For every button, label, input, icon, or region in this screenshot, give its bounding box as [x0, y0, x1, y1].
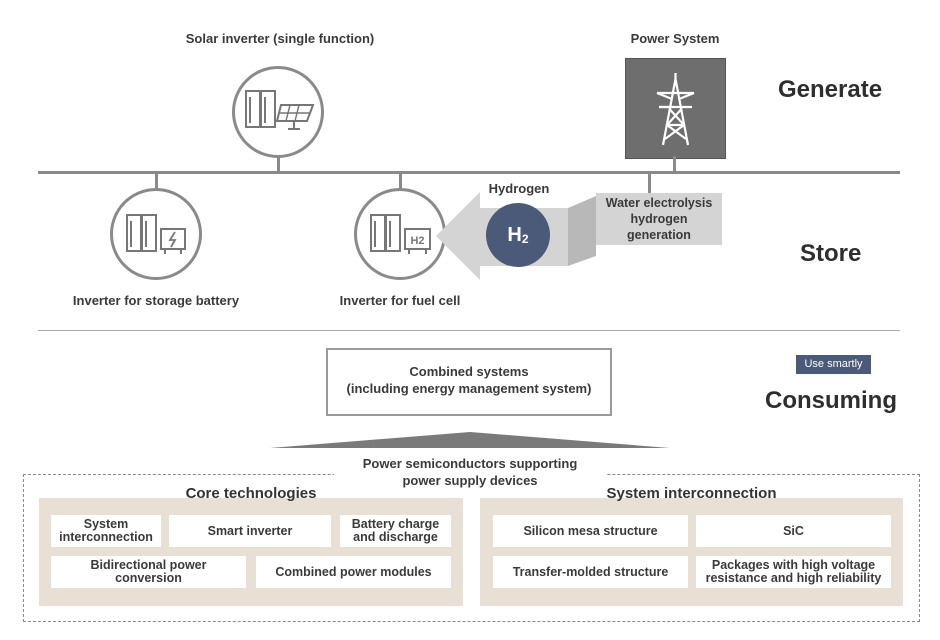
semis-title: Power semiconductors supporting power su… — [334, 455, 606, 489]
electrolysis-drop — [648, 172, 651, 194]
semis-line-2: power supply devices — [402, 473, 538, 488]
fuel-cell-drop — [399, 172, 402, 190]
core-item-battery-charge: Battery charge and discharge — [340, 515, 451, 547]
combined-systems-box: Combined systems (including energy manag… — [326, 348, 612, 416]
inverter-h2-tank-icon: H2 — [370, 214, 431, 254]
core-item-smart-inverter: Smart inverter — [169, 515, 331, 547]
fuel-cell-label: Inverter for fuel cell — [339, 293, 461, 308]
si-item-transfer-molded: Transfer-molded structure — [493, 556, 688, 588]
battery-drop — [155, 172, 158, 190]
section-divider — [38, 330, 900, 331]
solar-inverter-node — [232, 66, 324, 158]
electrolysis-box: Water electrolysis hydrogen generation — [596, 193, 722, 245]
combined-line-2: (including energy management system) — [346, 381, 592, 396]
h2-subscript: 2 — [521, 232, 529, 246]
core-item-system-interconnection: System interconnection — [51, 515, 161, 547]
power-system-label: Power System — [630, 31, 720, 46]
core-item-bidirectional: Bidirectional power conversion — [51, 556, 246, 588]
consuming-stage-label: Consuming — [765, 387, 897, 414]
core-item-combined-modules: Combined power modules — [256, 556, 451, 588]
core-technologies-title: Core technologies — [185, 485, 317, 502]
core-technologies-panel: Core technologies System interconnection… — [39, 485, 463, 606]
storage-battery-label: Inverter for storage battery — [72, 293, 240, 308]
si-item-packages: Packages with high voltage resistance an… — [696, 556, 891, 588]
power-system-drop — [673, 156, 676, 172]
use-smartly-badge: Use smartly — [796, 355, 871, 374]
storage-battery-node — [110, 188, 202, 280]
inverter-battery-icon — [126, 214, 186, 254]
inverter-solar-panel-icon — [245, 90, 315, 130]
solar-inverter-label: Solar inverter (single function) — [185, 31, 375, 46]
si-item-silicon-mesa: Silicon mesa structure — [493, 515, 688, 547]
semis-wedge — [270, 432, 670, 448]
store-stage-label: Store — [800, 240, 862, 267]
system-interconnection-panel: System interconnection Silicon mesa stru… — [480, 485, 903, 606]
h2-symbol: H — [507, 223, 522, 246]
solar-drop — [277, 156, 280, 172]
fuel-cell-node: H2 — [354, 188, 446, 280]
semis-line-1: Power semiconductors supporting — [362, 456, 578, 471]
power-system-box — [625, 58, 726, 159]
system-interconnection-title: System interconnection — [606, 485, 777, 502]
combined-line-1: Combined systems — [409, 364, 529, 379]
hydrogen-label: Hydrogen — [488, 181, 550, 196]
transmission-tower-icon — [656, 73, 695, 146]
si-item-sic: SiC — [696, 515, 891, 547]
generate-stage-label: Generate — [778, 76, 883, 103]
fuel-cell-h2-text: H2 — [410, 235, 424, 247]
main-bus-line — [38, 171, 900, 174]
